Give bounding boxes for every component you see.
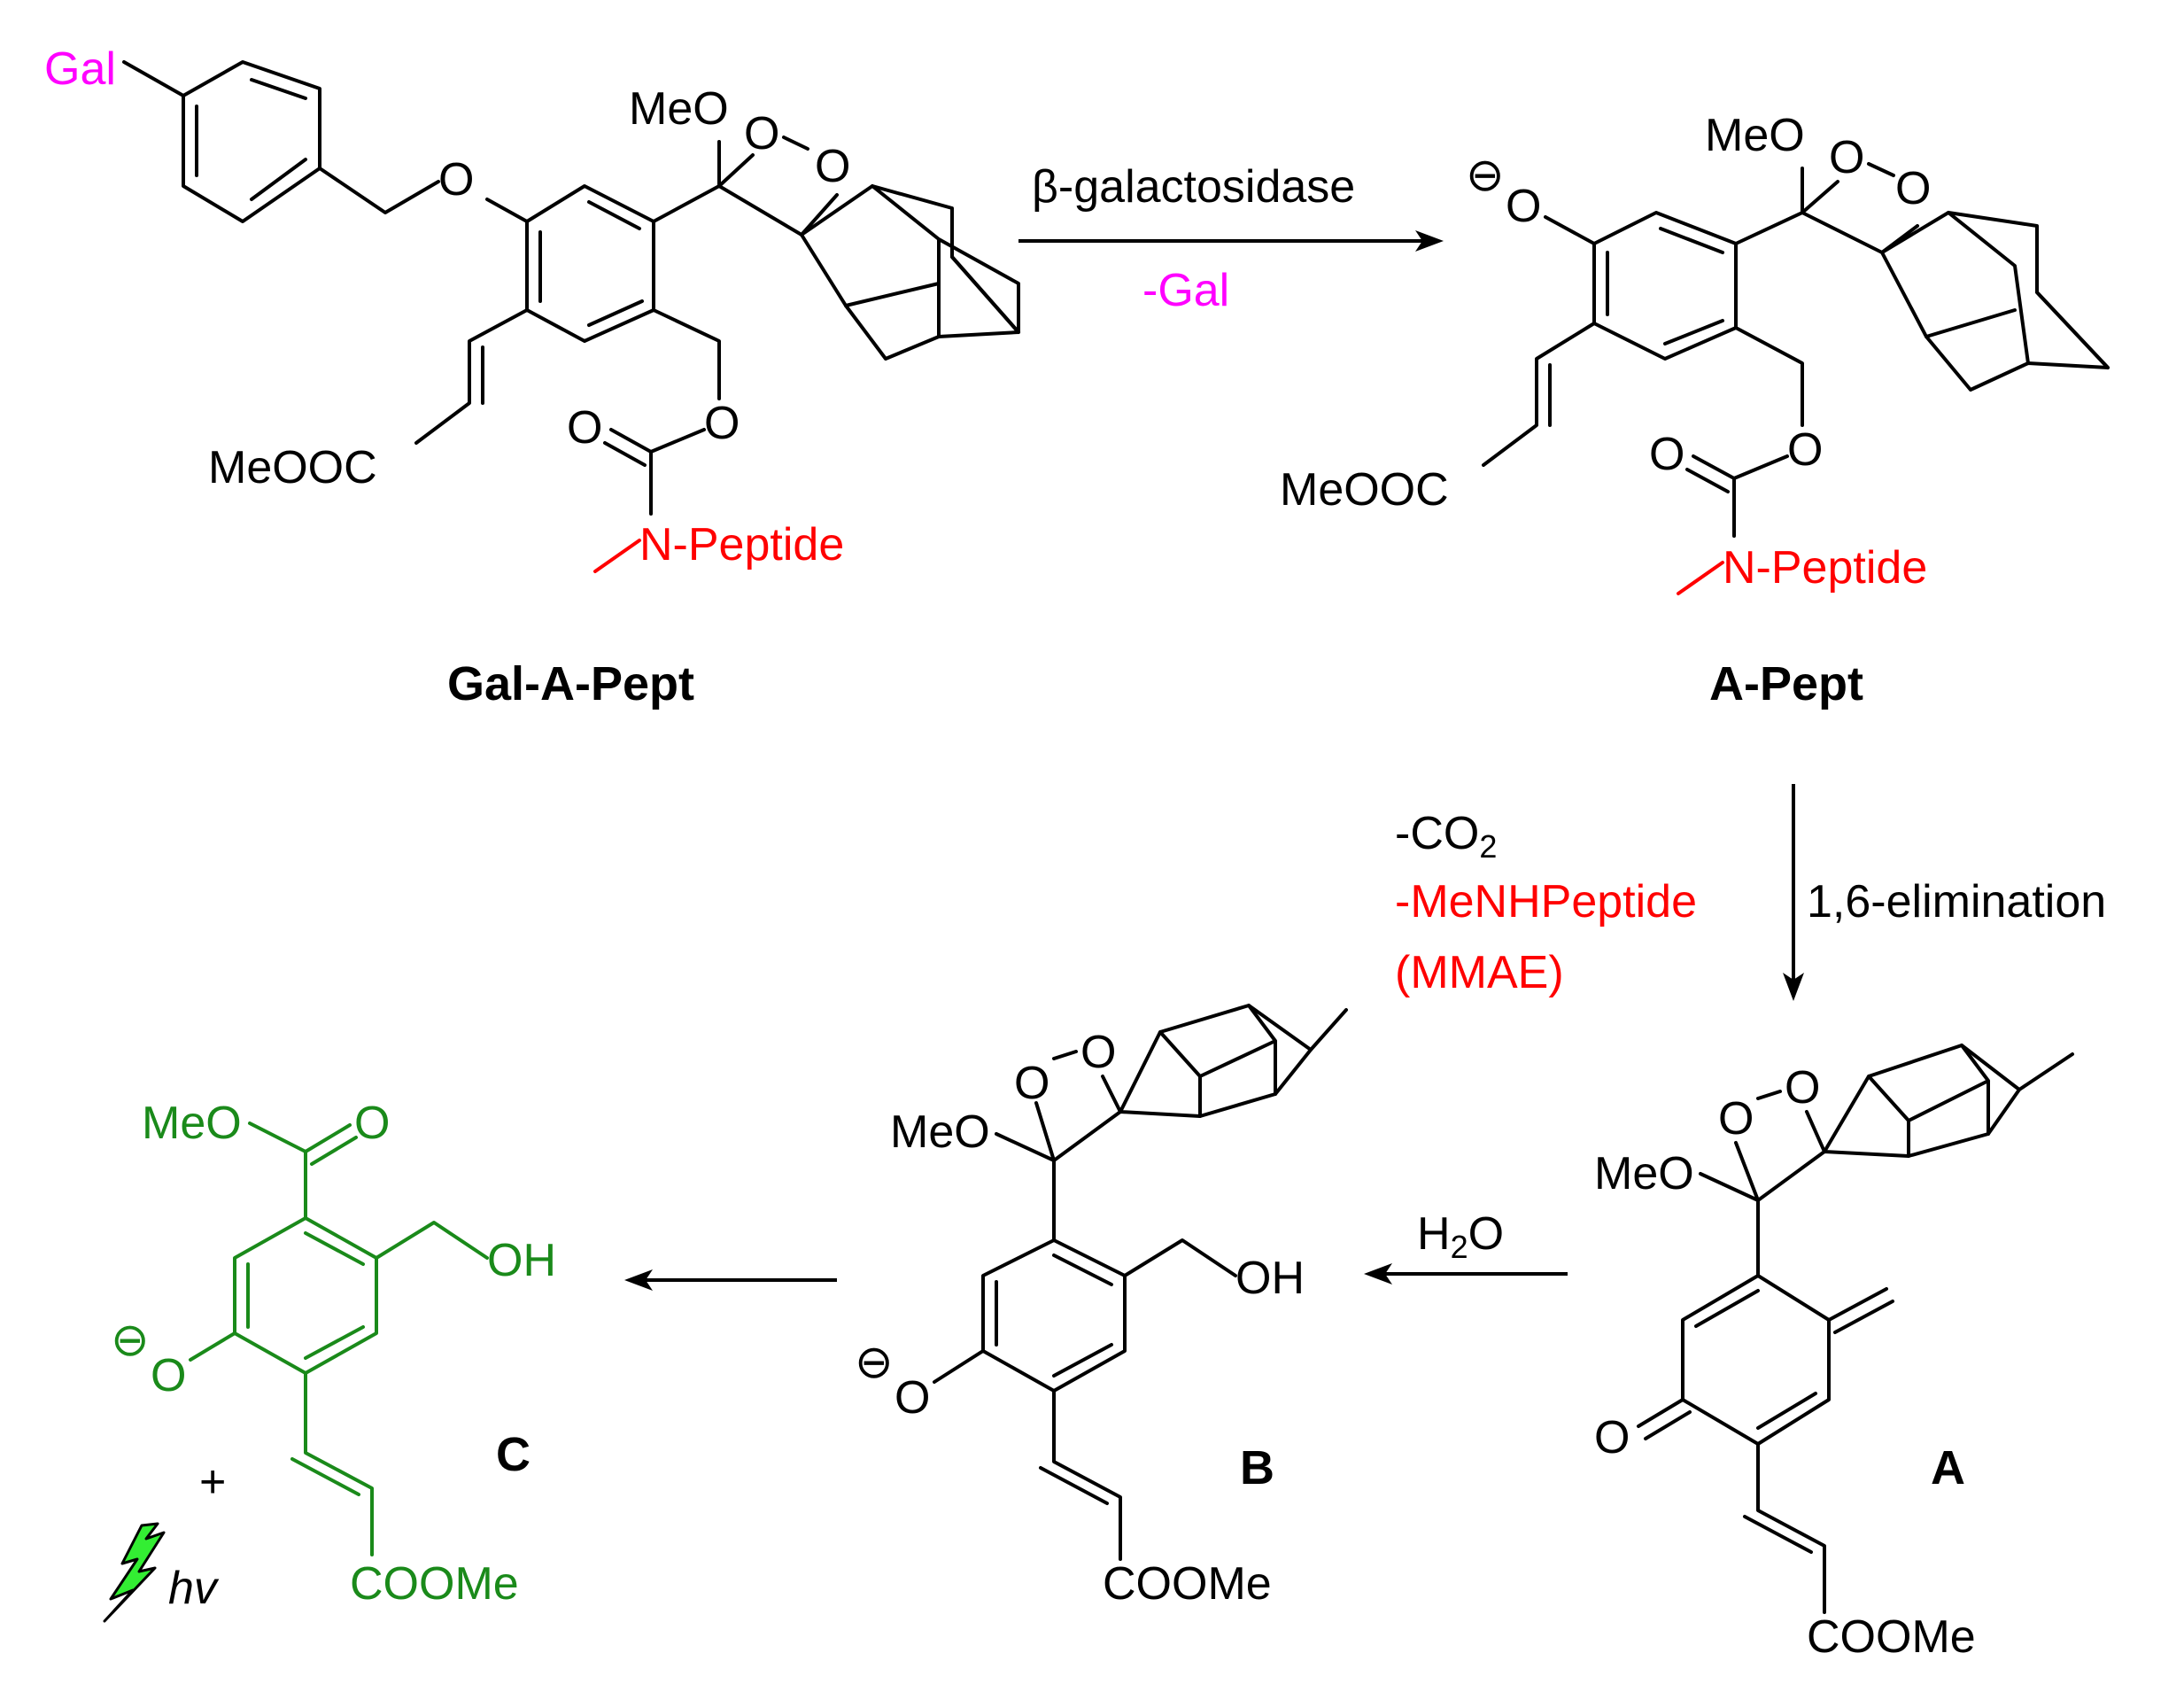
compound-a-pept: ⊖ O MeO O O O O N-Peptide MeOOC A-Pept — [1280, 110, 2110, 710]
elimination-label: 1,6-elimination — [1807, 876, 2106, 927]
carbamate-o-label-2: O — [1787, 424, 1823, 476]
beta-galactosidase-label: β-galactosidase — [1032, 161, 1355, 213]
co2-subscript: 2 — [1479, 828, 1497, 865]
meo-label-a: MeO — [1594, 1148, 1694, 1199]
compound-a: MeO O O O COOMe A — [1594, 1044, 2074, 1663]
water-subscript: 2 — [1451, 1229, 1468, 1265]
step2-arrow: -CO2 -MeNHPeptide (MMAE) 1,6-elimination — [1395, 784, 2106, 1001]
meo-label-b: MeO — [890, 1106, 990, 1158]
phenolate-o-label: O — [1506, 181, 1541, 232]
peroxide-o1-label: O — [744, 108, 779, 159]
peroxide-o2-label: O — [815, 141, 850, 192]
compound-b: MeO O O OH O ⊖ COOMe B — [855, 1004, 1348, 1610]
water-o: O — [1468, 1208, 1504, 1260]
compound-label-gal-a-pept: Gal-A-Pept — [447, 657, 694, 710]
compound-label-a-pept: A-Pept — [1709, 657, 1863, 710]
phenolate-o-label-c: O — [151, 1350, 186, 1401]
carbamate-o-label: O — [704, 398, 740, 449]
phenolate-charge-c: ⊖ — [111, 1315, 150, 1366]
hv-v: v — [194, 1563, 220, 1614]
oh-label-b: OH — [1235, 1253, 1305, 1304]
step4-arrow — [624, 1269, 837, 1291]
compound-label-c: C — [496, 1428, 531, 1481]
ester-label-a: COOMe — [1807, 1611, 1976, 1663]
lightning-bolt-icon — [103, 1522, 166, 1623]
hv-h: h — [168, 1563, 194, 1614]
carbonyl-o-label-2: O — [1649, 429, 1684, 480]
peroxide-o2-label-a: O — [1785, 1062, 1820, 1114]
meo-label: MeO — [629, 83, 729, 135]
compound-c: MeO O OH O ⊖ COOMe C + hv — [103, 1098, 556, 1623]
peroxide-o2-label-b: O — [1080, 1027, 1116, 1078]
meo-label-2: MeO — [1705, 110, 1805, 161]
plus-sign: + — [199, 1456, 226, 1508]
step3-arrow: H2O — [1364, 1208, 1568, 1285]
meo-label-c: MeO — [142, 1098, 242, 1149]
compound-label-a: A — [1931, 1441, 1965, 1494]
carbonyl-o-label-c: O — [354, 1098, 390, 1149]
phenolate-charge: ⊖ — [1466, 150, 1505, 201]
oh-label-c: OH — [487, 1235, 556, 1286]
minus-gal-label: -Gal — [1142, 265, 1229, 316]
hv-label: hv — [168, 1563, 220, 1614]
compound-label-b: B — [1240, 1441, 1274, 1494]
ester-label-2: MeOOC — [1280, 464, 1449, 516]
phenolate-o-label-b: O — [895, 1372, 930, 1424]
n-peptide-label: N-Peptide — [639, 519, 844, 570]
gal-label: Gal — [44, 43, 116, 95]
water-h: H — [1417, 1208, 1451, 1260]
n-peptide-label-2: N-Peptide — [1723, 542, 1927, 594]
carbonyl-o-label: O — [567, 402, 602, 454]
water-label: H2O — [1417, 1208, 1504, 1265]
carbonyl-o-label-a: O — [1594, 1412, 1630, 1463]
ester-label: MeOOC — [208, 442, 377, 493]
compound-gal-a-pept: Gal O MeO O O O O N-Peptide MeOOC — [44, 43, 1020, 710]
minus-co2-label: -CO2 — [1395, 808, 1497, 865]
ester-label-c: COOMe — [350, 1558, 519, 1610]
ether-o-label: O — [438, 154, 474, 206]
mmae-label: (MMAE) — [1395, 947, 1564, 998]
peroxide-o2-label-2: O — [1895, 163, 1931, 214]
co2-text: -CO — [1395, 808, 1479, 859]
step1-arrow: β-galactosidase -Gal — [1018, 161, 1444, 316]
peroxide-o1-label-2: O — [1829, 132, 1864, 183]
peroxide-o1-label-a: O — [1718, 1093, 1754, 1145]
ester-label-b: COOMe — [1103, 1558, 1272, 1610]
phenolate-charge-b: ⊖ — [855, 1337, 894, 1388]
peroxide-o1-label-b: O — [1014, 1058, 1049, 1109]
minus-menhpeptide-label: -MeNHPeptide — [1395, 876, 1697, 927]
